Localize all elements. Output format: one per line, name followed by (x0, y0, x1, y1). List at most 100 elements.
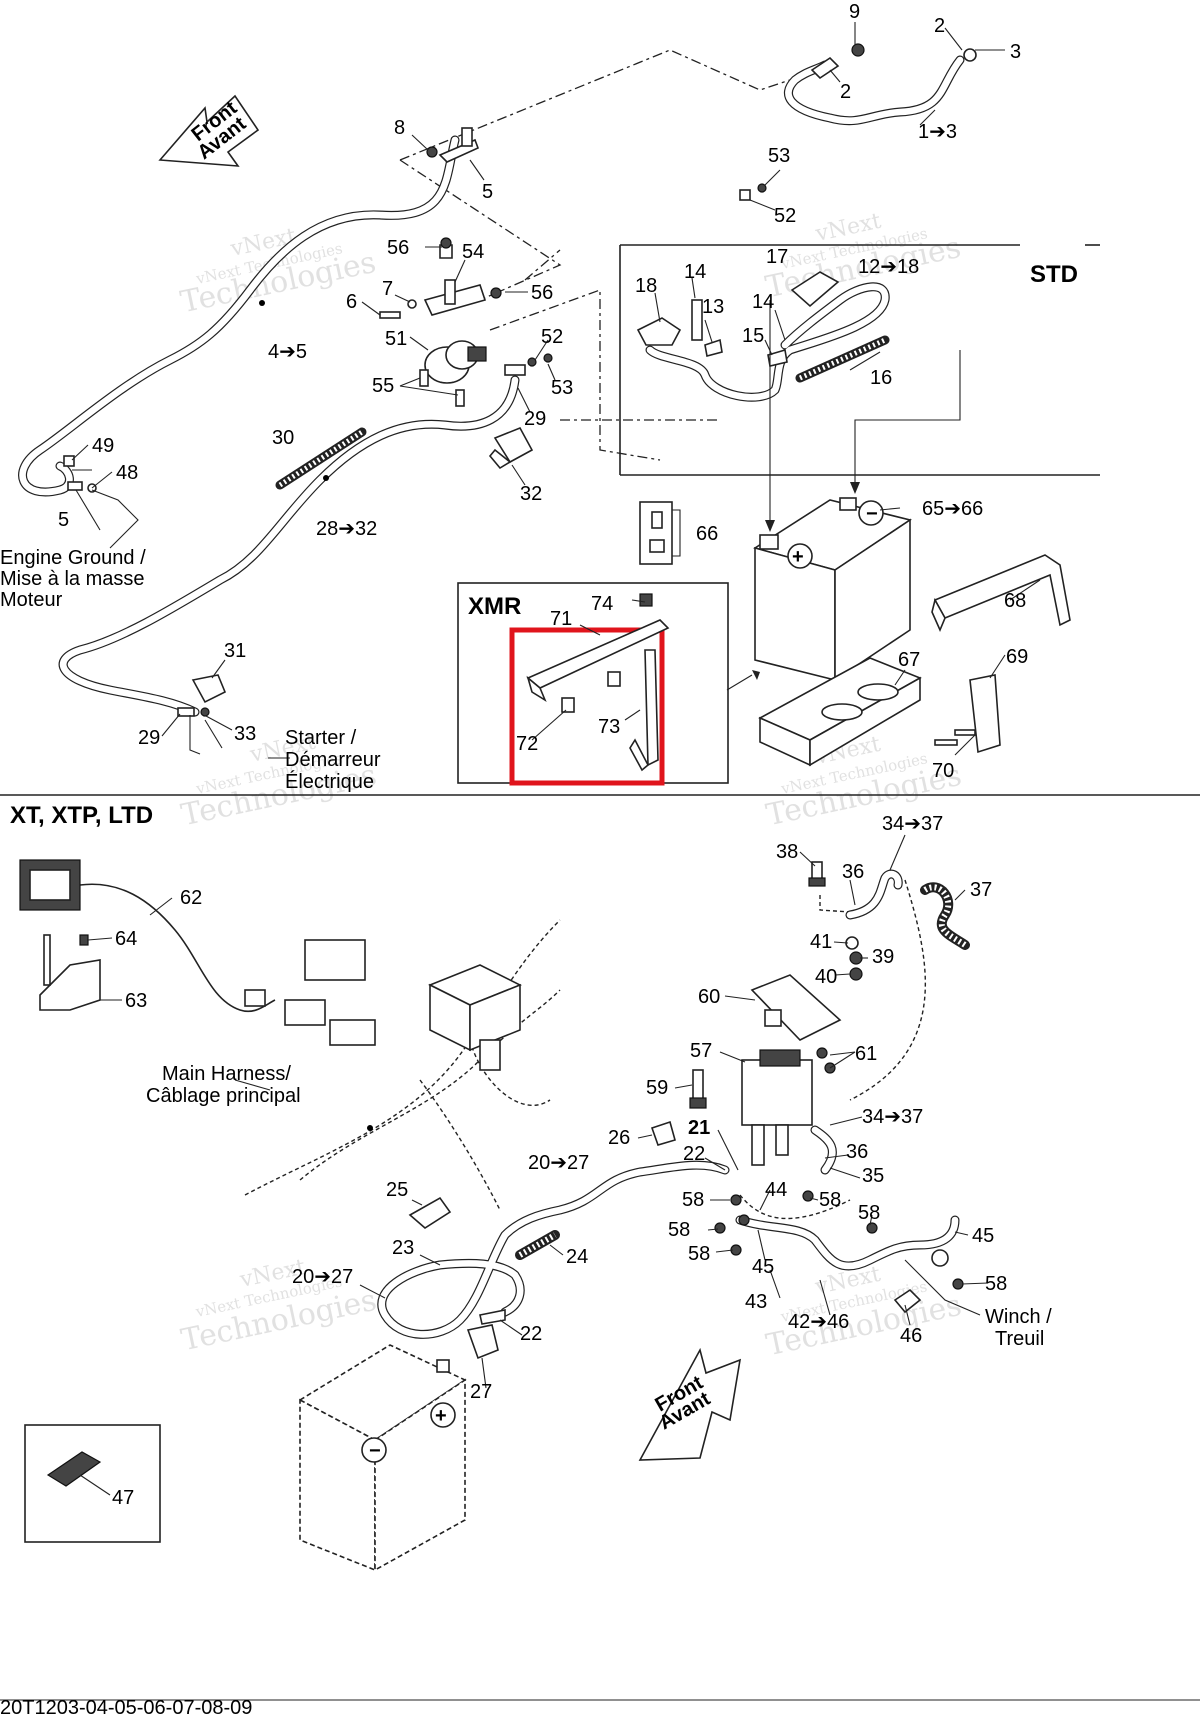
bracket-69 (934, 674, 1001, 754)
cable-20-27 (377, 1160, 730, 1339)
callout: 20➔27 (292, 1266, 353, 1288)
callout: 59 (646, 1077, 668, 1099)
main-harness (244, 919, 561, 1211)
callout: 8 (394, 117, 405, 139)
boot-25 (408, 1196, 452, 1229)
callout: 29 (138, 727, 160, 749)
callout: 43 (745, 1291, 767, 1313)
tray-67 (758, 657, 922, 767)
front-arrow-bottom: Front Avant (638, 1347, 742, 1461)
callout: 22 (683, 1143, 705, 1165)
bolt-59 (689, 1069, 707, 1109)
bolt-52-53 (504, 353, 553, 376)
callout: 62 (180, 887, 202, 909)
callout: 5 (482, 181, 493, 203)
svg-text:Câblage principal: Câblage principal (146, 1085, 301, 1107)
cable-42-46 (735, 1215, 964, 1314)
callout: 7 (382, 278, 393, 300)
callout: 21 (688, 1117, 710, 1139)
callout: 45 (752, 1256, 774, 1278)
callout: 73 (598, 716, 620, 738)
callout: 18 (635, 275, 657, 297)
callout: 42➔46 (788, 1311, 849, 1333)
strap-68 (931, 554, 1071, 633)
callout: 38 (776, 841, 798, 863)
callout: 58 (668, 1219, 690, 1241)
callout: 58 (682, 1189, 704, 1211)
callout: 71 (550, 608, 572, 630)
svg-text:+: + (792, 546, 804, 568)
callout: 45 (972, 1225, 994, 1247)
callout: 47 (112, 1487, 134, 1509)
callout: 14 (752, 291, 774, 313)
callout: 5 (58, 509, 69, 531)
svg-text:Mise à la masse: Mise à la masse (0, 568, 145, 590)
callout: 40 (815, 966, 837, 988)
callout: 31 (224, 640, 246, 662)
callout: 63 (125, 990, 147, 1012)
svg-text:Winch /: Winch / (985, 1306, 1052, 1328)
callout: 58 (985, 1273, 1007, 1295)
starter-cable (58, 375, 520, 717)
caption-starter: Starter / Démarreur Électrique (285, 727, 381, 793)
ground-bracket-5 (426, 127, 480, 163)
caption-engine-ground: Engine Ground / Mise à la masse Moteur (0, 547, 146, 611)
callout: 44 (765, 1179, 787, 1201)
callout: 12➔18 (858, 256, 919, 278)
callout: 20➔27 (528, 1152, 589, 1174)
std-boot-17 (790, 271, 840, 308)
callout: 15 (742, 325, 764, 347)
callout: 52 (541, 326, 563, 348)
callout: 3 (1010, 41, 1021, 63)
footer-code: 20T1203-04-05-06-07-08-09 (0, 1697, 252, 1714)
callout: 68 (1004, 590, 1026, 612)
callout: 6 (346, 291, 357, 313)
terminal-2 (810, 43, 977, 80)
callout: 36 (846, 1141, 868, 1163)
callout: 30 (272, 427, 294, 449)
part-47-box (24, 1424, 161, 1543)
harness-connectors (284, 939, 522, 1071)
caption-winch: Winch / Treuil (985, 1306, 1052, 1350)
callout: 22 (520, 1323, 542, 1345)
svg-text:−: − (866, 503, 878, 525)
bracket-63 (39, 934, 101, 1011)
boot-32 (488, 426, 534, 470)
callout: 57 (690, 1040, 712, 1062)
callout: 14 (684, 261, 706, 283)
callout: 32 (520, 483, 542, 505)
callout: 29 (524, 408, 546, 430)
callout: 58 (688, 1243, 710, 1265)
sleeve-24 (515, 1230, 560, 1260)
callout: 53 (551, 377, 573, 399)
callout: 24 (566, 1246, 588, 1268)
callout: 16 (870, 367, 892, 389)
svg-text:Starter /: Starter / (285, 727, 357, 749)
callout: 58 (819, 1189, 841, 1211)
callout: 37 (970, 879, 992, 901)
callout-labels: 9 2 3 2 1➔3 8 5 53 52 56 54 17 12➔18 18 … (58, 1, 1028, 1509)
svg-text:Électrique: Électrique (285, 770, 374, 793)
cable-62 (19, 859, 276, 1013)
callout: 2 (840, 81, 851, 103)
section-title-std: STD (1030, 261, 1078, 288)
callout: 66 (696, 523, 718, 545)
callout: 34➔37 (862, 1106, 923, 1128)
engine-ground-cable (18, 135, 460, 497)
callout: 49 (92, 435, 114, 457)
svg-text:+: + (435, 1405, 447, 1427)
svg-text:Démarreur: Démarreur (285, 749, 381, 771)
svg-text:Main Harness/: Main Harness/ (162, 1063, 291, 1085)
cable-34-37 (810, 869, 903, 1175)
svg-text:Treuil: Treuil (995, 1328, 1044, 1350)
callout: 60 (698, 986, 720, 1008)
xmr-highlight-box (509, 627, 665, 786)
sleeve-30 (275, 427, 367, 490)
svg-text:Engine Ground /: Engine Ground / (0, 547, 146, 569)
solenoid-assembly (379, 237, 502, 407)
std-frame (619, 244, 1100, 476)
callout: 39 (872, 946, 894, 968)
callout: 25 (386, 1179, 408, 1201)
xmr-frame (457, 582, 729, 786)
